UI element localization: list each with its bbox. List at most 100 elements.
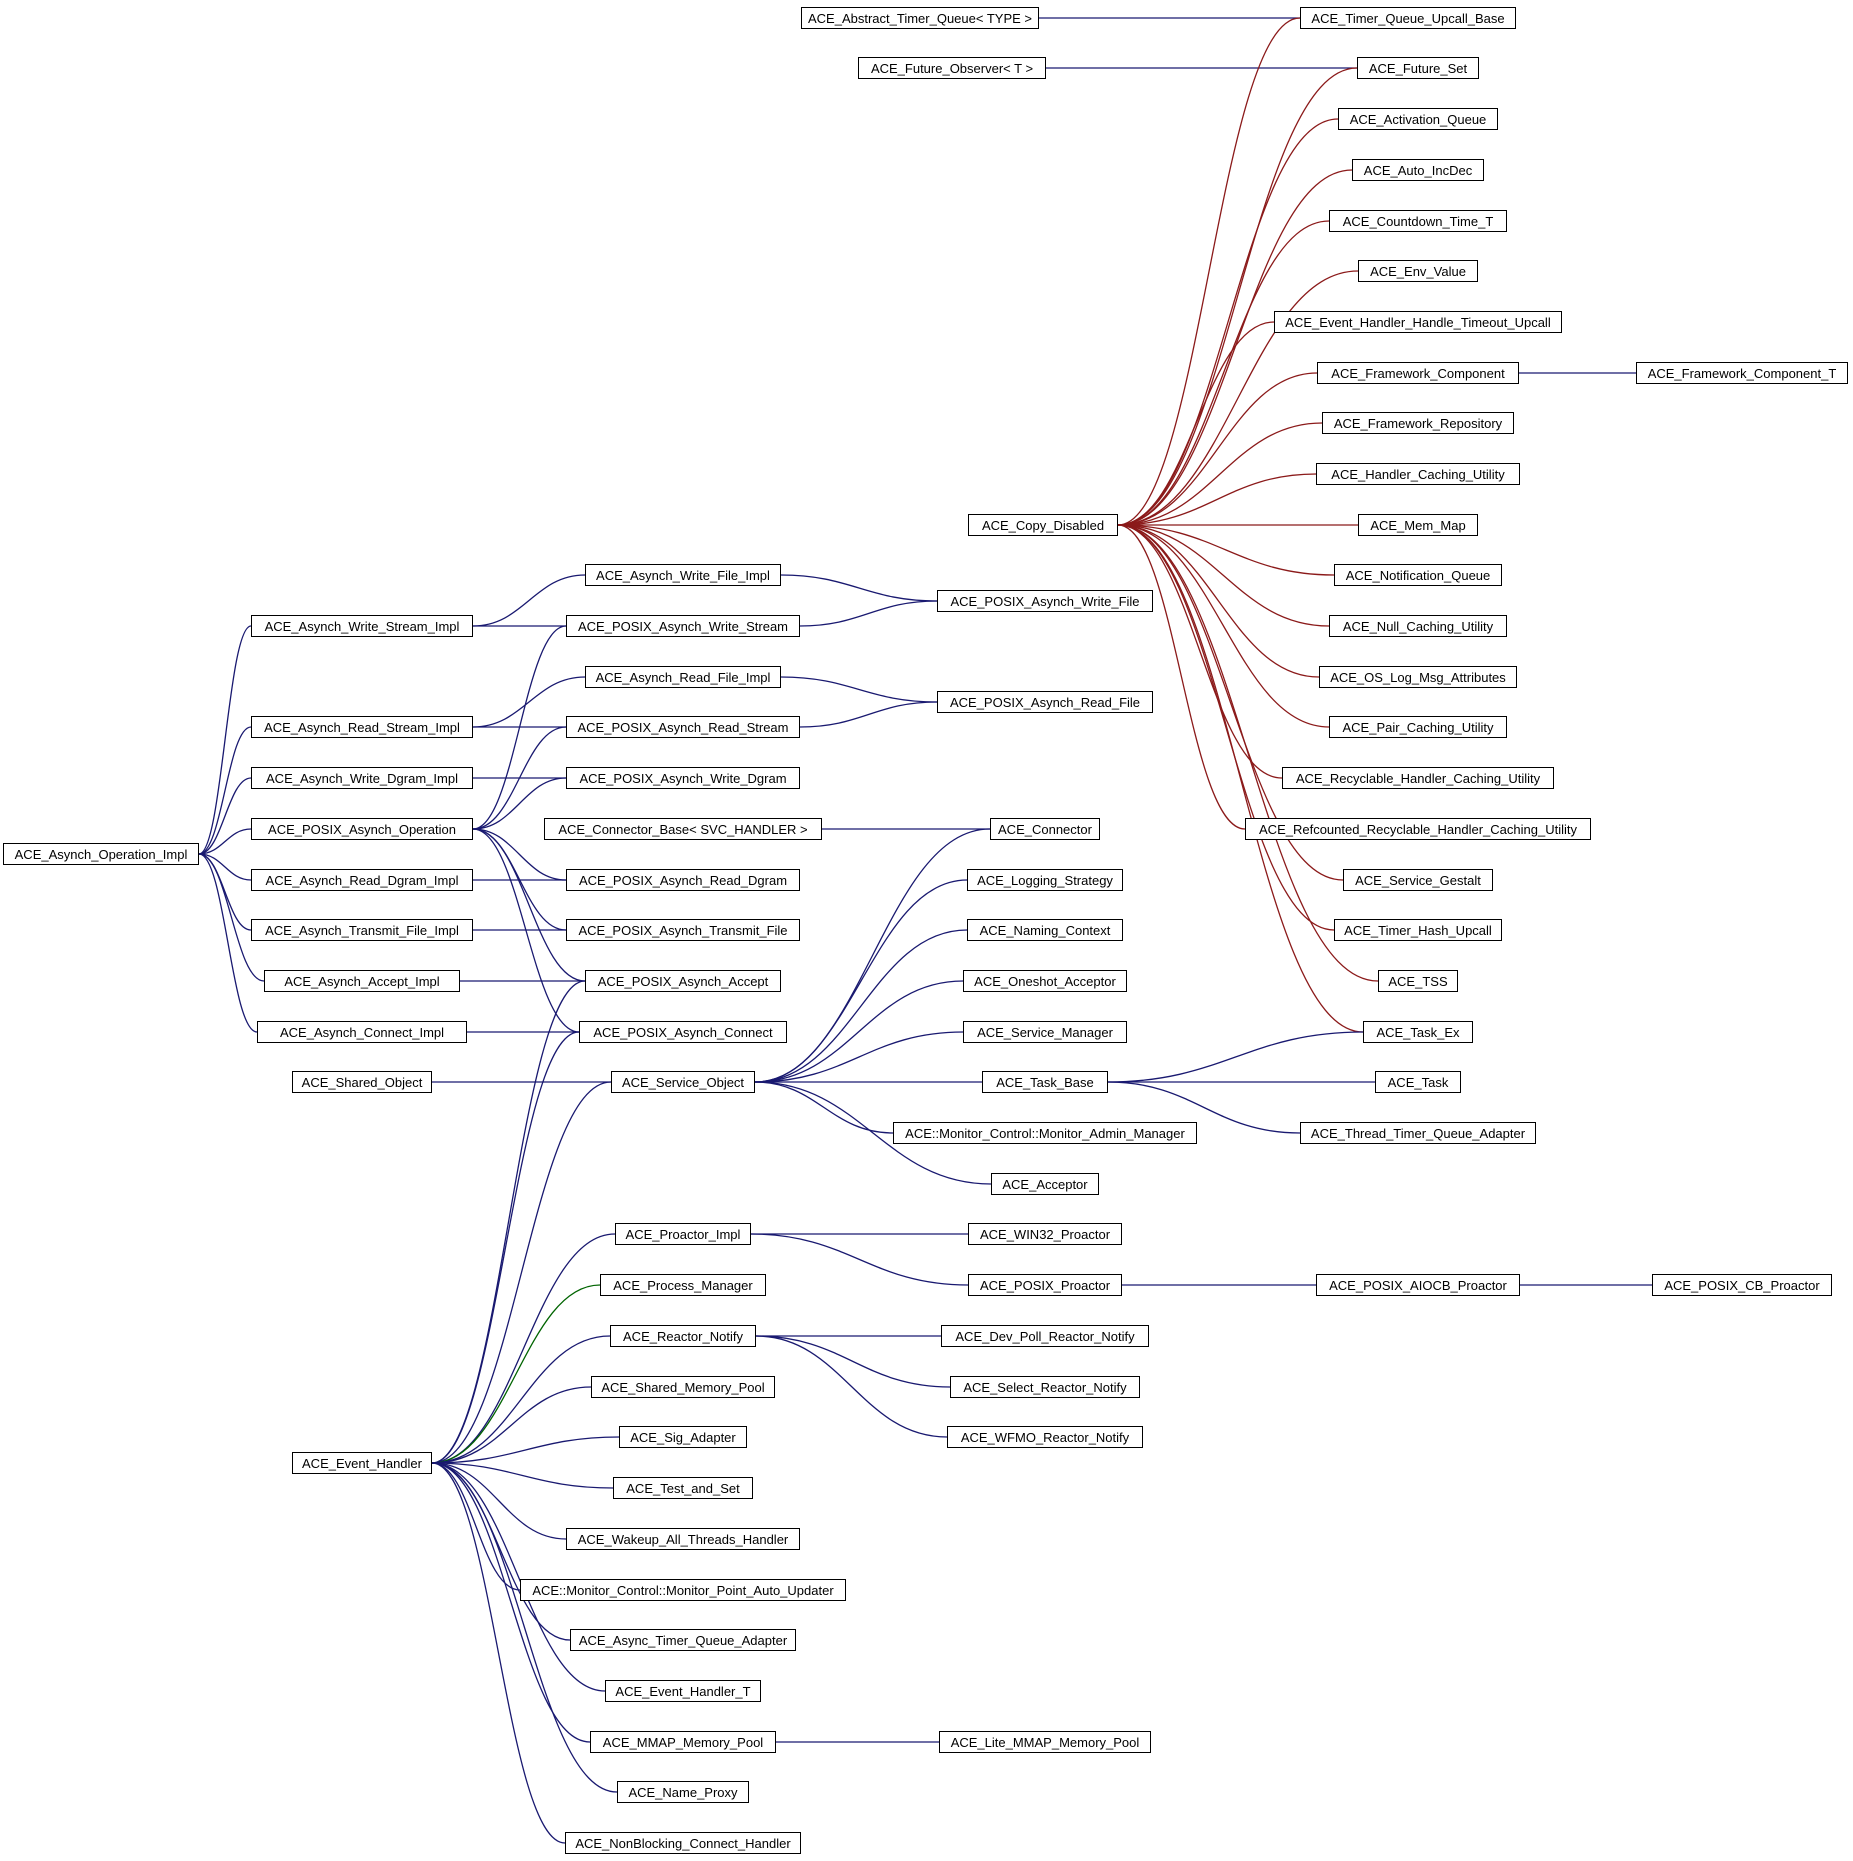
class-node-dev-poll-reactor-notify[interactable]: ACE_Dev_Poll_Reactor_Notify (941, 1325, 1149, 1347)
class-node-posix-cb-proactor[interactable]: ACE_POSIX_CB_Proactor (1652, 1274, 1832, 1296)
class-node-posix-asynch-read-stream[interactable]: ACE_POSIX_Asynch_Read_Stream (566, 716, 800, 738)
class-node-posix-asynch-connect[interactable]: ACE_POSIX_Asynch_Connect (579, 1021, 787, 1043)
class-node-timer-hash-upcall[interactable]: ACE_Timer_Hash_Upcall (1334, 919, 1502, 941)
class-node-posix-asynch-accept[interactable]: ACE_POSIX_Asynch_Accept (585, 970, 781, 992)
class-node-select-reactor-notify[interactable]: ACE_Select_Reactor_Notify (950, 1376, 1140, 1398)
class-node-sig-adapter[interactable]: ACE_Sig_Adapter (619, 1426, 747, 1448)
edge-posix-asynch-accept-to-posix-asynch-operation (472, 828, 586, 982)
class-node-asynch-write-dgram-impl[interactable]: ACE_Asynch_Write_Dgram_Impl (251, 767, 473, 789)
class-node-shared-object[interactable]: ACE_Shared_Object (292, 1071, 432, 1093)
edge-asynch-read-stream-impl-to-asynch-operation-impl (198, 726, 252, 855)
class-node-mmap-memory-pool[interactable]: ACE_MMAP_Memory_Pool (590, 1731, 776, 1753)
class-node-countdown-time-t[interactable]: ACE_Countdown_Time_T (1329, 210, 1507, 232)
class-node-null-caching-utility[interactable]: ACE_Null_Caching_Utility (1329, 615, 1507, 637)
edge-service-manager-to-service-object (754, 1031, 964, 1083)
class-node-refcounted-recyclable-handler-caching-utility[interactable]: ACE_Refcounted_Recyclable_Handler_Cachin… (1245, 818, 1591, 840)
class-node-proactor-impl[interactable]: ACE_Proactor_Impl (615, 1223, 751, 1245)
class-node-auto-incdec[interactable]: ACE_Auto_IncDec (1352, 159, 1484, 181)
class-node-service-gestalt[interactable]: ACE_Service_Gestalt (1343, 869, 1493, 891)
class-node-thread-timer-queue-adapter[interactable]: ACE_Thread_Timer_Queue_Adapter (1300, 1122, 1536, 1144)
edge-recyclable-handler-caching-utility-to-copy-disabled (1117, 524, 1283, 779)
class-node-asynch-read-stream-impl[interactable]: ACE_Asynch_Read_Stream_Impl (251, 716, 473, 738)
class-node-task[interactable]: ACE_Task (1375, 1071, 1461, 1093)
edge-event-handler-t-to-event-handler (431, 1462, 606, 1692)
edge-monitor-point-auto-updater-to-event-handler (431, 1462, 521, 1591)
class-node-asynch-write-file-impl[interactable]: ACE_Asynch_Write_File_Impl (585, 564, 781, 586)
class-node-future-observer[interactable]: ACE_Future_Observer< T > (858, 57, 1046, 79)
class-node-shared-memory-pool[interactable]: ACE_Shared_Memory_Pool (591, 1376, 775, 1398)
class-node-oneshot-acceptor[interactable]: ACE_Oneshot_Acceptor (963, 970, 1127, 992)
class-node-posix-asynch-read-file[interactable]: ACE_POSIX_Asynch_Read_File (937, 691, 1153, 713)
edge-thread-timer-queue-adapter-to-task-base (1107, 1081, 1301, 1134)
class-node-os-log-msg-attributes[interactable]: ACE_OS_Log_Msg_Attributes (1319, 666, 1517, 688)
edge-refcounted-recyclable-handler-caching-utility-to-copy-disabled (1117, 524, 1246, 830)
class-node-mem-map[interactable]: ACE_Mem_Map (1358, 514, 1478, 536)
class-node-name-proxy[interactable]: ACE_Name_Proxy (617, 1781, 749, 1803)
class-node-asynch-connect-impl[interactable]: ACE_Asynch_Connect_Impl (257, 1021, 467, 1043)
class-node-asynch-accept-impl[interactable]: ACE_Asynch_Accept_Impl (264, 970, 460, 992)
edge-acceptor-to-service-object (754, 1081, 992, 1185)
class-node-tss[interactable]: ACE_TSS (1378, 970, 1458, 992)
class-node-framework-component[interactable]: ACE_Framework_Component (1317, 362, 1519, 384)
class-node-lite-mmap-memory-pool[interactable]: ACE_Lite_MMAP_Memory_Pool (939, 1731, 1151, 1753)
class-node-notification-queue[interactable]: ACE_Notification_Queue (1334, 564, 1502, 586)
class-node-posix-aiocb-proactor[interactable]: ACE_POSIX_AIOCB_Proactor (1316, 1274, 1520, 1296)
class-node-framework-repository[interactable]: ACE_Framework_Repository (1322, 412, 1514, 434)
class-node-monitor-point-auto-updater[interactable]: ACE::Monitor_Control::Monitor_Point_Auto… (520, 1579, 846, 1601)
class-node-activation-queue[interactable]: ACE_Activation_Queue (1338, 108, 1498, 130)
class-node-event-handler-t[interactable]: ACE_Event_Handler_T (605, 1680, 761, 1702)
class-node-future-set[interactable]: ACE_Future_Set (1357, 57, 1479, 79)
class-node-handler-caching-utility[interactable]: ACE_Handler_Caching_Utility (1316, 463, 1520, 485)
class-node-win32-proactor[interactable]: ACE_WIN32_Proactor (968, 1223, 1122, 1245)
edge-name-proxy-to-event-handler (431, 1462, 618, 1793)
class-node-logging-strategy[interactable]: ACE_Logging_Strategy (967, 869, 1123, 891)
class-node-copy-disabled[interactable]: ACE_Copy_Disabled (968, 514, 1118, 536)
edge-select-reactor-notify-to-reactor-notify (755, 1335, 951, 1388)
class-node-reactor-notify[interactable]: ACE_Reactor_Notify (610, 1325, 756, 1347)
class-node-posix-proactor[interactable]: ACE_POSIX_Proactor (968, 1274, 1122, 1296)
class-node-pair-caching-utility[interactable]: ACE_Pair_Caching_Utility (1329, 716, 1507, 738)
class-node-nonblocking-connect-handler[interactable]: ACE_NonBlocking_Connect_Handler (565, 1832, 801, 1854)
class-node-posix-asynch-write-dgram[interactable]: ACE_POSIX_Asynch_Write_Dgram (566, 767, 800, 789)
class-node-asynch-write-stream-impl[interactable]: ACE_Asynch_Write_Stream_Impl (251, 615, 473, 637)
class-node-connector-base[interactable]: ACE_Connector_Base< SVC_HANDLER > (544, 818, 822, 840)
class-node-process-manager[interactable]: ACE_Process_Manager (600, 1274, 766, 1296)
edge-logging-strategy-to-service-object (754, 879, 968, 1083)
class-node-asynch-read-dgram-impl[interactable]: ACE_Asynch_Read_Dgram_Impl (251, 869, 473, 891)
class-node-test-and-set[interactable]: ACE_Test_and_Set (613, 1477, 753, 1499)
class-node-posix-asynch-read-dgram[interactable]: ACE_POSIX_Asynch_Read_Dgram (566, 869, 800, 891)
class-node-acceptor[interactable]: ACE_Acceptor (991, 1173, 1099, 1195)
edge-posix-asynch-write-file-to-posix-asynch-write-stream (799, 600, 938, 627)
class-node-wakeup-all-threads-handler[interactable]: ACE_Wakeup_All_Threads_Handler (566, 1528, 800, 1550)
class-node-framework-component-t[interactable]: ACE_Framework_Component_T (1636, 362, 1848, 384)
edge-posix-asynch-write-file-to-asynch-write-file-impl (780, 574, 938, 602)
class-node-posix-asynch-write-file[interactable]: ACE_POSIX_Asynch_Write_File (937, 590, 1153, 612)
class-node-eh-handle-timeout-upcall[interactable]: ACE_Event_Handler_Handle_Timeout_Upcall (1274, 311, 1562, 333)
edge-asynch-write-file-impl-to-asynch-write-stream-impl (472, 574, 586, 627)
class-node-posix-asynch-transmit-file[interactable]: ACE_POSIX_Asynch_Transmit_File (566, 919, 800, 941)
class-node-task-base[interactable]: ACE_Task_Base (982, 1071, 1108, 1093)
class-node-posix-asynch-write-stream[interactable]: ACE_POSIX_Asynch_Write_Stream (566, 615, 800, 637)
class-node-task-ex[interactable]: ACE_Task_Ex (1363, 1021, 1473, 1043)
class-node-recyclable-handler-caching-utility[interactable]: ACE_Recyclable_Handler_Caching_Utility (1282, 767, 1554, 789)
edge-nonblocking-connect-handler-to-event-handler (431, 1462, 566, 1844)
class-node-connector[interactable]: ACE_Connector (990, 818, 1100, 840)
edge-posix-asynch-read-dgram-to-posix-asynch-operation (472, 828, 567, 881)
class-node-asynch-transmit-file-impl[interactable]: ACE_Asynch_Transmit_File_Impl (251, 919, 473, 941)
class-node-naming-context[interactable]: ACE_Naming_Context (967, 919, 1123, 941)
edge-posix-proactor-to-proactor-impl (750, 1233, 969, 1286)
class-node-wfmo-reactor-notify[interactable]: ACE_WFMO_Reactor_Notify (947, 1426, 1143, 1448)
edge-process-manager-to-event-handler (431, 1284, 601, 1464)
class-node-asynch-read-file-impl[interactable]: ACE_Asynch_Read_File_Impl (585, 666, 781, 688)
class-node-timer-queue-upcall-base[interactable]: ACE_Timer_Queue_Upcall_Base (1300, 7, 1516, 29)
class-node-event-handler[interactable]: ACE_Event_Handler (292, 1452, 432, 1474)
class-node-asynch-operation-impl[interactable]: ACE_Asynch_Operation_Impl (3, 843, 199, 865)
class-node-posix-asynch-operation[interactable]: ACE_POSIX_Asynch_Operation (251, 818, 473, 840)
class-node-monitor-admin-manager[interactable]: ACE::Monitor_Control::Monitor_Admin_Mana… (893, 1122, 1197, 1144)
class-node-abstract-timer-queue[interactable]: ACE_Abstract_Timer_Queue< TYPE > (801, 7, 1039, 29)
class-node-async-timer-queue-adapter[interactable]: ACE_Async_Timer_Queue_Adapter (570, 1629, 796, 1651)
class-node-env-value[interactable]: ACE_Env_Value (1358, 260, 1478, 282)
class-node-service-manager[interactable]: ACE_Service_Manager (963, 1021, 1127, 1043)
class-node-service-object[interactable]: ACE_Service_Object (611, 1071, 755, 1093)
